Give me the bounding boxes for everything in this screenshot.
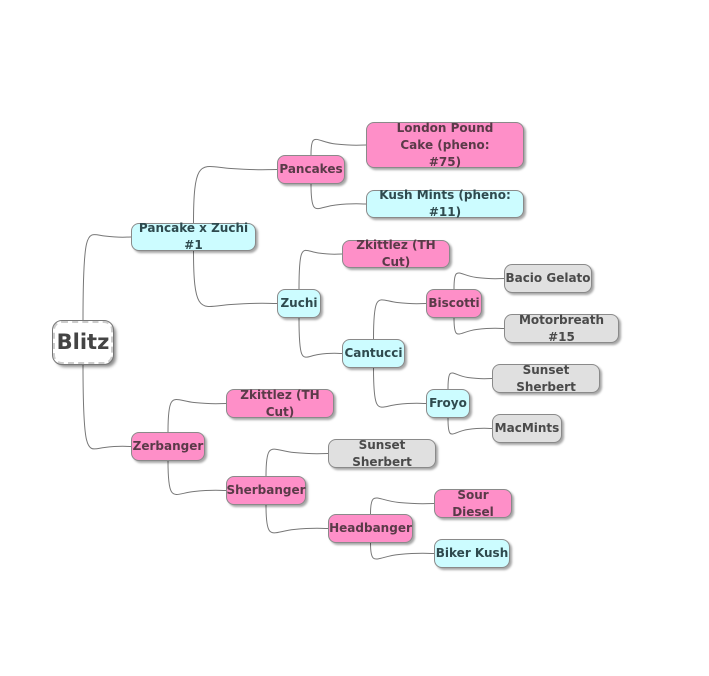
node-pancakes[interactable]: Pancakes	[277, 155, 345, 184]
connector-pzx-zuchi	[193, 250, 278, 308]
node-headbanger[interactable]: Headbanger	[328, 514, 413, 543]
connector-zerbanger-sherbanger	[167, 460, 227, 495]
connector-cantucci-froyo	[373, 367, 427, 408]
node-kush-mints[interactable]: Kush Mints (pheno: #11)	[366, 188, 524, 219]
connector-sherbanger-headbanger	[265, 504, 329, 534]
node-sour-diesel[interactable]: Sour Diesel	[434, 488, 512, 519]
connector-pancakes-kush	[310, 183, 367, 210]
node-sherbanger[interactable]: Sherbanger	[226, 476, 306, 505]
connector-headbanger-biker	[370, 542, 435, 560]
node-motorbreath[interactable]: Motorbreath #15	[504, 313, 619, 344]
connector-pzx-pancakes	[193, 165, 278, 224]
root-node-blitz[interactable]: Blitz	[52, 320, 114, 365]
node-zkittlez-bottom[interactable]: Zkittlez (TH Cut)	[226, 388, 334, 419]
node-biker-kush[interactable]: Biker Kush	[434, 539, 510, 568]
connector-biscotti-motor	[453, 317, 505, 335]
connector-headbanger-sour	[370, 497, 435, 515]
node-sunset-sherbert-top[interactable]: Sunset Sherbert	[492, 363, 600, 394]
node-macmints[interactable]: MacMints	[492, 414, 562, 443]
connector-pancakes-lpc	[310, 138, 367, 156]
node-zerbanger[interactable]: Zerbanger	[131, 432, 205, 461]
connector-blitz-pzx	[82, 234, 132, 322]
node-zuchi[interactable]: Zuchi	[277, 289, 321, 318]
connector-zuchi-zk1	[298, 249, 343, 290]
connector-blitz-zerbanger	[82, 363, 132, 450]
connector-froyo-ss1	[447, 372, 493, 390]
node-bacio-gelato[interactable]: Bacio Gelato	[504, 264, 592, 293]
node-zkittlez-top[interactable]: Zkittlez (TH Cut)	[342, 238, 450, 269]
connector-sherbanger-ss2	[265, 448, 329, 477]
connector-cantucci-biscotti	[373, 299, 427, 340]
connector-zuchi-cantucci	[298, 317, 343, 358]
node-biscotti[interactable]: Biscotti	[426, 289, 482, 318]
connector-biscotti-bacio	[453, 272, 505, 290]
node-froyo[interactable]: Froyo	[426, 389, 470, 418]
node-cantucci[interactable]: Cantucci	[342, 339, 405, 368]
node-sunset-sherbert-bottom[interactable]: Sunset Sherbert	[328, 438, 436, 469]
node-london-pound-cake[interactable]: London Pound Cake (pheno: #75)	[366, 121, 524, 169]
connector-zerbanger-zk2	[167, 399, 227, 433]
connector-froyo-macmints	[447, 417, 493, 435]
node-pancake-x-zuchi[interactable]: Pancake x Zuchi #1	[131, 221, 256, 252]
